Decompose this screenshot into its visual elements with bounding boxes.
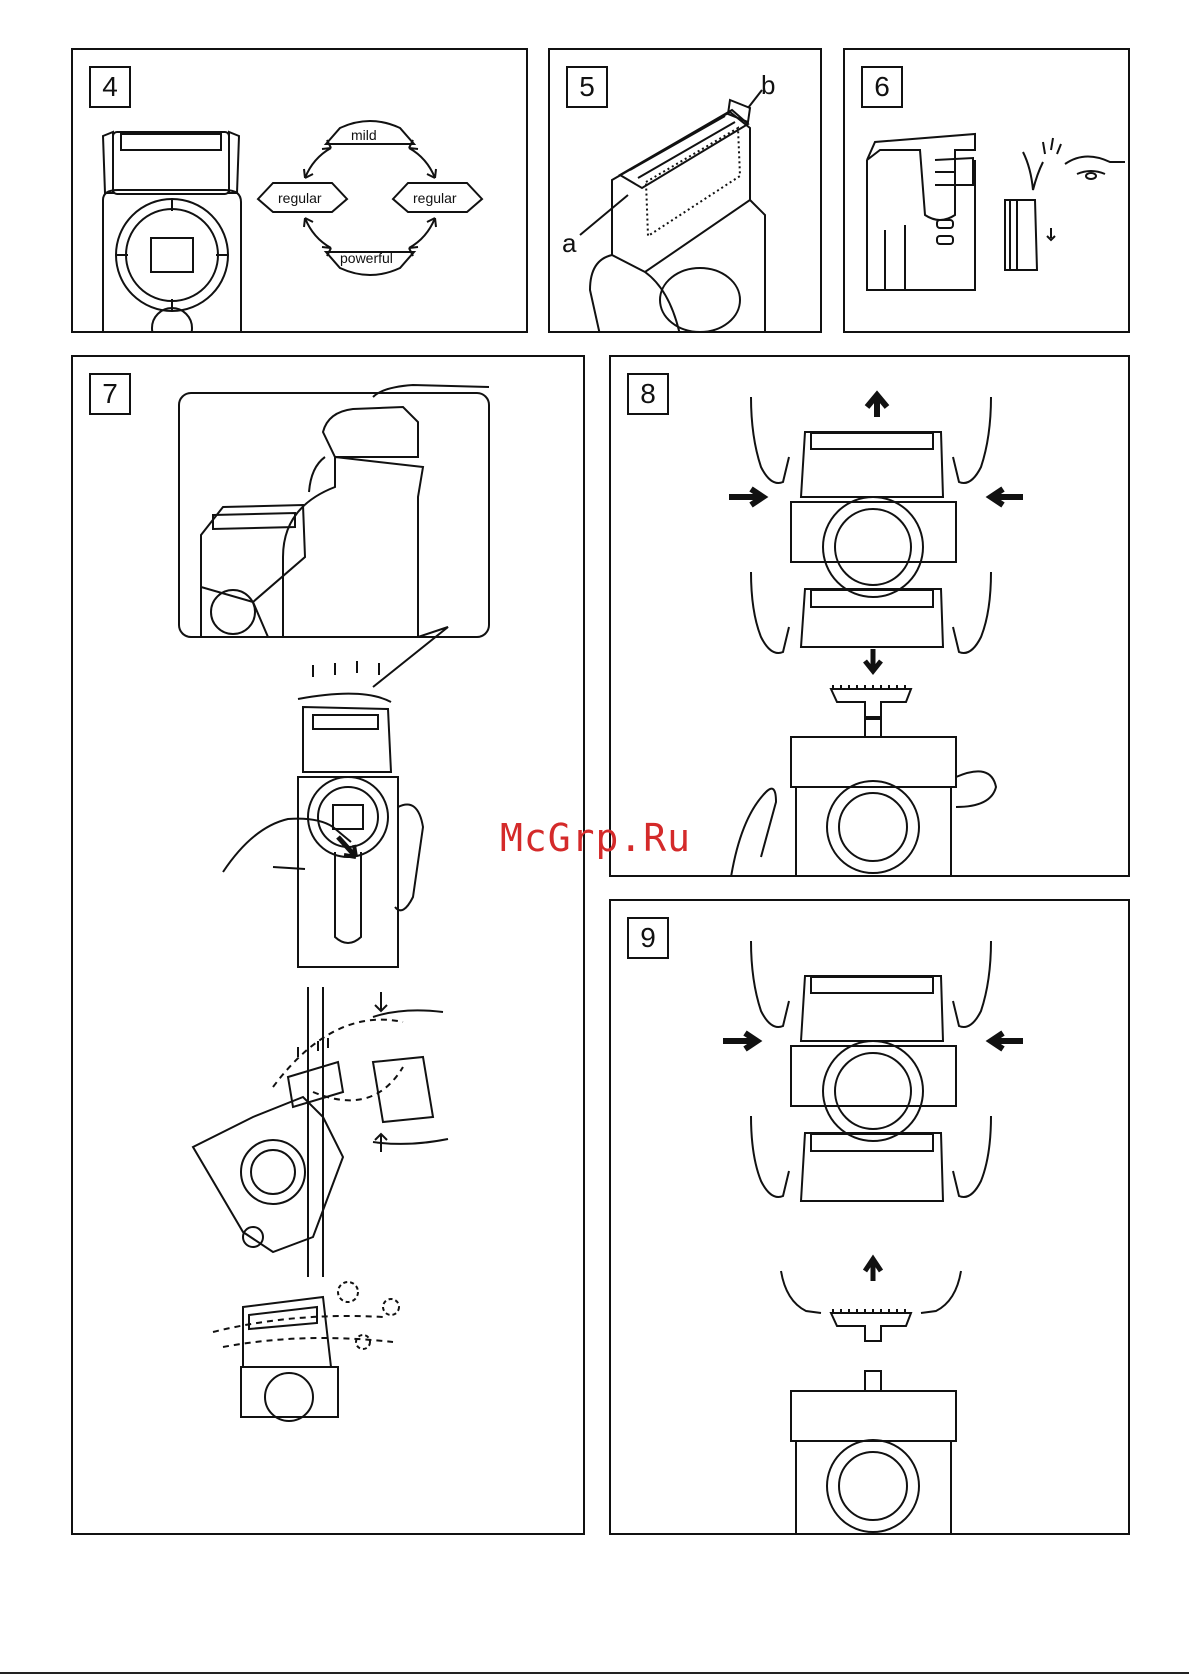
foil-frame-removal-illustration	[611, 357, 1130, 877]
cleaning-procedure-illustration	[73, 357, 585, 1535]
panel-7: 7	[71, 355, 585, 1535]
blade-removal-illustration	[611, 901, 1130, 1535]
panel-5: 5 a b	[548, 48, 822, 333]
watermark: McGrp.Ru	[500, 816, 691, 860]
mode-regular-right-label: regular	[413, 190, 457, 206]
mode-regular-left-label: regular	[278, 190, 322, 206]
panel-6: 6	[843, 48, 1130, 333]
footer-line	[0, 1672, 1189, 1674]
mode-mild-label: mild	[351, 127, 377, 143]
label-a: a	[562, 228, 576, 259]
shaver-foil-angle-illustration	[550, 50, 822, 333]
panel-8: 8	[609, 355, 1130, 877]
panel-4: 4 mild regular regular powerfu	[71, 48, 528, 333]
panel-9: 9	[609, 899, 1130, 1535]
label-b: b	[761, 70, 775, 101]
mode-powerful-label: powerful	[340, 250, 393, 266]
trimmer-illustration	[845, 50, 1130, 333]
